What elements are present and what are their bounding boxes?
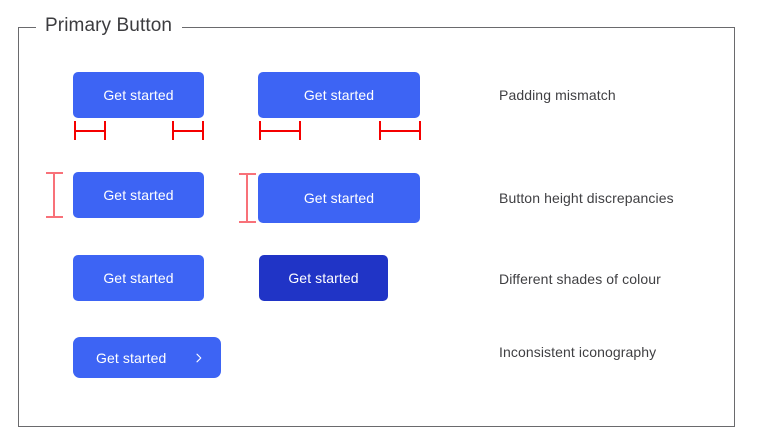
- get-started-button-row2-left[interactable]: Get started: [73, 172, 204, 218]
- get-started-button-row4-with-icon[interactable]: Get started: [73, 337, 221, 378]
- measure-bar: [246, 173, 248, 223]
- padding-measure-mark: [172, 121, 204, 140]
- annotation-height-discrepancies: Button height discrepancies: [499, 190, 674, 206]
- get-started-button-row3-right-dark[interactable]: Get started: [259, 255, 388, 301]
- chevron-right-icon: [194, 353, 204, 363]
- height-measure-mark: [46, 172, 63, 218]
- group-title: Primary Button: [36, 13, 183, 39]
- measure-cap-right: [202, 121, 204, 140]
- measure-cap-left: [379, 121, 381, 140]
- measure-bar: [53, 172, 55, 218]
- padding-measure-mark: [74, 121, 106, 140]
- measure-cap-left: [259, 121, 261, 140]
- measure-cap-bottom: [46, 216, 63, 218]
- height-measure-mark: [239, 173, 256, 223]
- annotation-colour-shades: Different shades of colour: [499, 271, 661, 287]
- measure-cap-right: [299, 121, 301, 140]
- get-started-button-row1-right[interactable]: Get started: [258, 72, 420, 118]
- annotation-padding-mismatch: Padding mismatch: [499, 87, 616, 103]
- measure-cap-top: [46, 172, 63, 174]
- measure-cap-bottom: [239, 221, 256, 223]
- get-started-button-row3-left[interactable]: Get started: [73, 255, 204, 301]
- measure-cap-right: [104, 121, 106, 140]
- measure-cap-left: [74, 121, 76, 140]
- measure-bar: [172, 130, 204, 132]
- get-started-button-row1-left[interactable]: Get started: [73, 72, 204, 118]
- annotation-iconography: Inconsistent iconography: [499, 344, 657, 360]
- measure-cap-left: [172, 121, 174, 140]
- padding-measure-mark: [379, 121, 421, 140]
- measure-cap-top: [239, 173, 256, 175]
- measure-bar: [379, 130, 421, 132]
- measure-bar: [74, 130, 106, 132]
- padding-measure-mark: [259, 121, 301, 140]
- primary-button-group-frame: [18, 27, 735, 427]
- measure-cap-right: [419, 121, 421, 140]
- measure-bar: [259, 130, 301, 132]
- button-label: Get started: [96, 349, 167, 366]
- get-started-button-row2-right[interactable]: Get started: [258, 173, 420, 223]
